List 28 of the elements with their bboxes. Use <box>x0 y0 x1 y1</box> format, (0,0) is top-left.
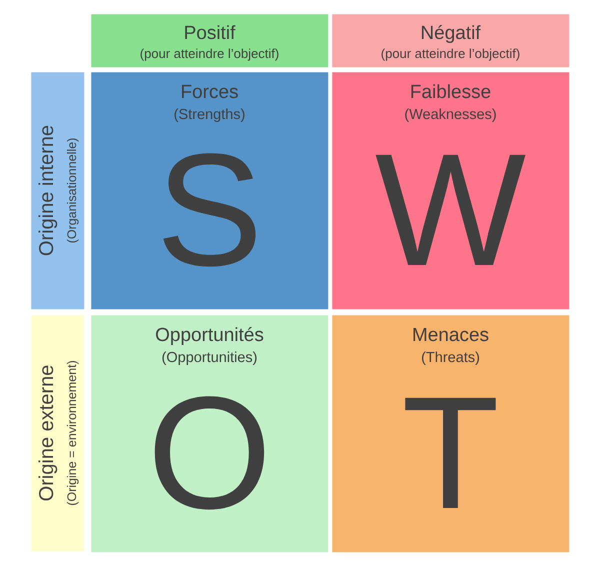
subheading: (Weaknesses) <box>405 108 496 122</box>
heading: Faiblesse <box>411 84 490 98</box>
column-header <box>91 14 328 68</box>
heading: Négatif <box>422 25 481 43</box>
row-header <box>31 72 84 310</box>
subheading: (Origine = environnement) <box>66 361 79 506</box>
quadrant-box <box>332 315 570 552</box>
swot-letter: W <box>376 154 526 265</box>
heading: Positif <box>185 25 236 40</box>
heading: Origine externe <box>38 366 58 500</box>
swot-letter: T <box>405 398 496 508</box>
quadrant-box <box>91 72 328 310</box>
subheading: (Threats) <box>422 352 480 366</box>
subheading: (Strengths) <box>174 108 244 122</box>
heading: Forces <box>182 84 238 98</box>
quadrant-box <box>91 315 328 552</box>
swot-letter: S <box>163 153 256 267</box>
subheading: (pour atteindre l’objectif) <box>140 48 278 61</box>
heading: Opportunités <box>156 327 264 345</box>
heading: Menaces <box>414 328 488 342</box>
subheading: (pour atteindre l’objectif) <box>382 48 520 61</box>
row-header <box>31 315 84 552</box>
subheading: (Organisationnelle) <box>66 138 79 243</box>
swot-letter: O <box>154 396 264 510</box>
column-header <box>332 14 570 68</box>
quadrant-box <box>332 72 570 310</box>
heading: Origine interne <box>38 126 58 256</box>
subheading: (Opportunities) <box>162 352 257 366</box>
